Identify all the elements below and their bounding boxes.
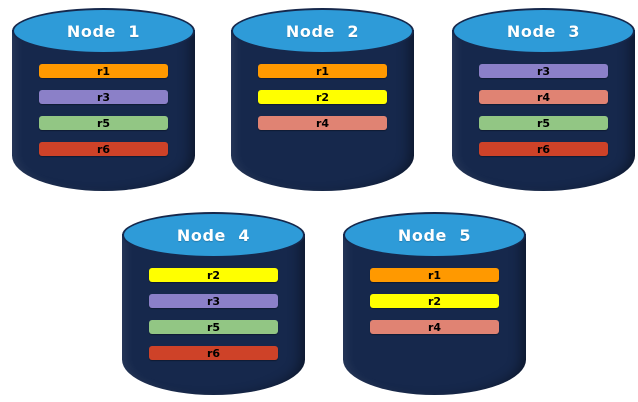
replica-list: r3 r4 r5 r6	[479, 64, 608, 168]
database-node-1[interactable]: Node 1 r1 r3 r5 r6	[12, 8, 195, 191]
replica-bar[interactable]: r5	[149, 320, 278, 334]
replica-bar[interactable]: r3	[479, 64, 608, 78]
cylinder-body	[452, 30, 635, 191]
replica-bar[interactable]: r5	[39, 116, 168, 130]
cylinder-body	[12, 30, 195, 191]
database-node-4[interactable]: Node 4 r2 r3 r5 r6	[122, 212, 305, 395]
replica-bar[interactable]: r3	[39, 90, 168, 104]
database-node-3[interactable]: Node 3 r3 r4 r5 r6	[452, 8, 635, 191]
cylinder-top-ellipse	[452, 8, 635, 54]
replica-bar[interactable]: r1	[39, 64, 168, 78]
database-node-2[interactable]: Node 2 r1 r2 r4	[231, 8, 414, 191]
cylinder-body	[231, 30, 414, 191]
cylinder-top-ellipse	[231, 8, 414, 54]
node-label: Node 2	[285, 21, 360, 41]
replica-bar[interactable]: r6	[479, 142, 608, 156]
replica-bar[interactable]: r1	[258, 64, 387, 78]
node-label: Node 1	[66, 21, 141, 41]
replica-list: r1 r2 r4	[258, 64, 387, 142]
replica-bar[interactable]: r6	[39, 142, 168, 156]
replica-bar[interactable]: r4	[479, 90, 608, 104]
replica-bar[interactable]: r4	[370, 320, 499, 334]
cylinder-top-ellipse	[343, 212, 526, 258]
replica-bar[interactable]: r1	[370, 268, 499, 282]
replica-bar[interactable]: r6	[149, 346, 278, 360]
cylinder-top-ellipse	[12, 8, 195, 54]
database-node-5[interactable]: Node 5 r1 r2 r4	[343, 212, 526, 395]
replica-bar[interactable]: r2	[370, 294, 499, 308]
replica-bar[interactable]: r2	[258, 90, 387, 104]
node-label: Node 3	[506, 21, 581, 41]
node-label: Node 4	[176, 225, 251, 245]
replica-bar[interactable]: r4	[258, 116, 387, 130]
replica-bar[interactable]: r3	[149, 294, 278, 308]
cylinder-top-ellipse	[122, 212, 305, 258]
cylinder-body	[122, 234, 305, 395]
replica-bar[interactable]: r5	[479, 116, 608, 130]
node-label: Node 5	[397, 225, 472, 245]
cylinder-body	[343, 234, 526, 395]
replica-bar[interactable]: r2	[149, 268, 278, 282]
replica-list: r1 r3 r5 r6	[39, 64, 168, 168]
replica-list: r2 r3 r5 r6	[149, 268, 278, 372]
replica-list: r1 r2 r4	[370, 268, 499, 346]
